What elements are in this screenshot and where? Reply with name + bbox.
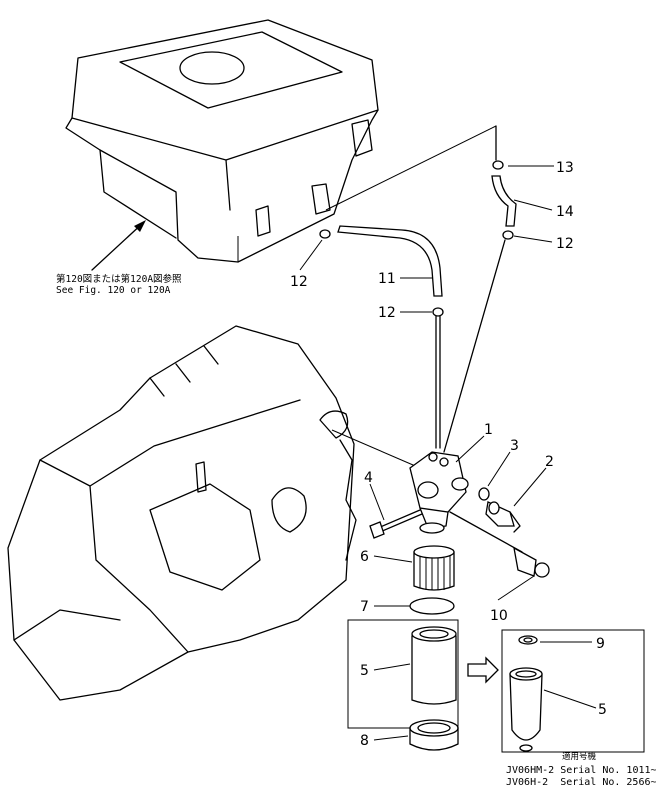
callout-8: 8 [360,733,369,749]
fuel-cock [485,501,521,533]
callout-11: 11 [378,271,396,287]
serial-row-2: JV06H-2 Serial No. 2566~ [506,776,656,789]
callout-9: 9 [596,636,605,652]
callout-14: 14 [556,204,574,220]
serial-row-2-number: Serial No. 2566~ [560,777,656,788]
serial-row-1: JV06HM-2 Serial No. 1011~ [506,764,656,777]
serial-note-header: 適用号機 [562,752,597,762]
fuel-lines [435,125,506,453]
reference-note: 第120図または第120A図参照 See Fig. 120 or 120A [56,274,182,296]
serial-row-1-number: Serial No. 1011~ [560,765,656,776]
reference-note-english: See Fig. 120 or 120A [56,285,171,296]
bolt-4 [369,509,423,539]
callout-4: 4 [364,470,373,486]
serial-row-2-model: JV06H-2 [506,777,549,788]
reference-note-japanese: 第120図または第120A図参照 [56,274,182,285]
callout-5-left: 5 [360,663,369,679]
leader-lines [299,165,597,741]
fuel-tank [65,19,497,263]
fuel-hose-14 [491,175,517,227]
filter-head-assembly [409,451,490,529]
replacement-arrow [467,656,499,684]
filter-head-connection-line [331,429,421,469]
ring-nut [409,719,459,751]
callout-13: 13 [556,160,574,176]
filter-element [413,522,455,591]
callout-2: 2 [545,454,554,470]
serial-row-1-model: JV06HM-2 [506,765,555,776]
later-model-group [501,629,645,753]
callout-12-right: 12 [556,236,574,252]
callout-3: 3 [510,438,519,454]
callout-12-left: 12 [290,274,308,290]
filter-bowl-group [347,619,459,729]
hose-clamps [319,160,514,317]
callout-6: 6 [360,549,369,565]
callout-labels: 13 14 12 12 11 12 1 3 2 4 6 7 10 5 8 9 5 [290,160,607,749]
engine-block [7,325,357,701]
serial-note: 適用号機 [506,752,654,762]
callout-1: 1 [484,422,493,438]
callout-7: 7 [360,599,369,615]
callout-12-middle: 12 [378,305,396,321]
tank-reference-arrow [91,220,146,271]
fuel-hose-11 [337,225,443,297]
o-ring [409,597,455,615]
callout-10: 10 [490,608,508,624]
callout-5-right: 5 [598,702,607,718]
